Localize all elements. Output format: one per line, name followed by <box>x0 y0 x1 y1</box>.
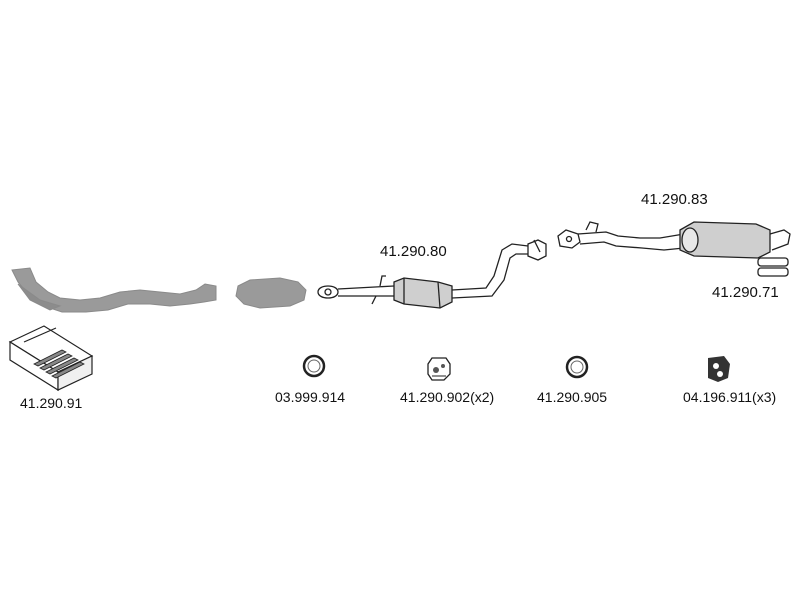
front-silencer-pipe-icon <box>317 239 547 309</box>
part-number-03-999-914: 03.999.914 <box>275 389 346 405</box>
part-number-41-290-905: 41.290.905 <box>537 389 608 405</box>
catalytic-converter-grey-icon <box>235 277 307 309</box>
part-number-41-290-71: 41.290.71 <box>712 284 779 301</box>
mounting-kit-box-icon <box>8 325 94 392</box>
rear-silencer-icon <box>557 221 791 259</box>
part-number-41-290-902: 41.290.902(x2) <box>400 389 495 405</box>
gasket-ring-icon <box>302 354 326 378</box>
gasket-ring-icon <box>565 355 589 379</box>
clamp-brackets-icon <box>757 257 789 277</box>
rubber-hanger-icon <box>427 357 451 381</box>
mounting-rubber-icon <box>708 356 730 382</box>
part-number-41-290-91: 41.290.91 <box>20 395 83 411</box>
part-number-04-196-911: 04.196.911(x3) <box>683 389 777 405</box>
part-number-41-290-80: 41.290.80 <box>380 243 447 260</box>
front-downpipe-grey-icon <box>11 267 217 313</box>
part-number-41-290-83: 41.290.83 <box>641 191 708 208</box>
